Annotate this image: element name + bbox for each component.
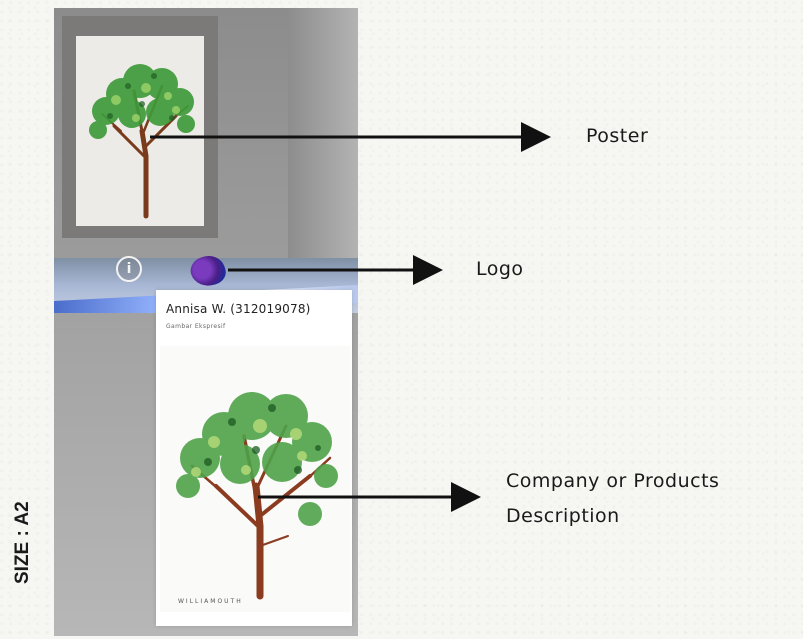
poster-frame: [62, 16, 218, 238]
card-title: Annisa W. (312019078): [166, 302, 311, 316]
description-label-line1: Company or Products: [506, 470, 720, 492]
card-tree-illustration: [176, 392, 338, 600]
poster-artwork: [76, 36, 204, 226]
card-footer-text: WILLIAMOUTH: [178, 598, 243, 605]
card-artwork: [160, 346, 350, 612]
description-label-line2: Description: [506, 505, 620, 527]
poster-tree-illustration: [89, 64, 195, 219]
size-label: SIZE : A2: [12, 501, 33, 584]
info-icon[interactable]: i: [116, 256, 142, 282]
poster-label: Poster: [586, 125, 649, 147]
description-card: Annisa W. (312019078) Gambar Ekspresif: [156, 290, 352, 626]
app-screenshot: i Annisa W. (312019078) Gambar Ekspresif: [54, 8, 358, 636]
card-subtitle: Gambar Ekspresif: [166, 323, 226, 330]
logo-label: Logo: [476, 258, 524, 280]
